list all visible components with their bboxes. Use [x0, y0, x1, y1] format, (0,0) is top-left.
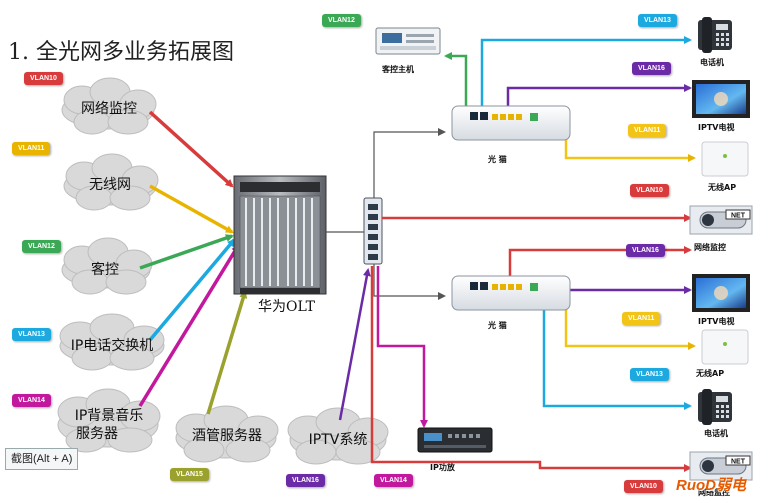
link-vlan13-phone — [148, 238, 236, 342]
link-vlan13-phone-top — [480, 36, 692, 106]
link-vlan14-amp — [376, 266, 428, 428]
camera-bottom-net-text: NET — [731, 459, 746, 466]
link-vlan12-guest-host — [444, 52, 468, 106]
watermark-logo: RuoD弱电 — [676, 477, 746, 494]
link-vlan11-ap-top — [564, 138, 696, 162]
screenshot-shortcut-hint[interactable]: 截图(Alt + A) — [5, 448, 79, 470]
tv-bottom-icon — [692, 274, 750, 312]
vlan-tag-10-top: VLAN10 — [630, 184, 669, 197]
link-vlan12-guest — [139, 234, 234, 270]
cloud-ip-phone — [59, 313, 165, 371]
link-vlan14-music — [138, 244, 240, 407]
link-vlan15-hotel — [206, 290, 248, 415]
link-vlan16-tv-top — [506, 84, 692, 106]
phone-bottom-label: 电话机 — [704, 429, 728, 438]
olt-label: 华为OLT — [258, 299, 315, 315]
cloud-wireless — [63, 153, 159, 211]
cloud-label-ip-phone: IP电话交换机 — [70, 338, 154, 354]
vlan-tag-11-mid: VLAN11 — [622, 312, 661, 325]
camera-top-net-text: NET — [731, 213, 746, 220]
phone-bottom-icon — [698, 389, 732, 425]
camera-bottom-icon: NET — [689, 451, 753, 481]
guest-host-label: 客控主机 — [382, 65, 414, 74]
onu-top-label: 光 猫 — [488, 155, 507, 164]
vlan-tag-13-mid: VLAN13 — [630, 368, 669, 381]
vlan-tag-12-top: VLAN12 — [322, 14, 361, 27]
link-vlan11-wireless — [149, 184, 234, 234]
fiber-links — [373, 128, 446, 300]
guest-control-host — [375, 27, 441, 55]
onu-top — [451, 105, 571, 141]
cloud-label-wireless: 无线网 — [89, 177, 131, 193]
camera-bottom-label: 网络监控 — [698, 488, 730, 497]
vlan-tag-13-left: VLAN13 — [12, 328, 51, 341]
iptv-bottom-label: IPTV电视 — [698, 317, 735, 326]
cloud-ip-music — [57, 388, 161, 453]
vlan-tag-14-left: VLAN14 — [12, 394, 51, 407]
vlan-tag-15: VLAN15 — [170, 468, 209, 481]
cloud-label-hotel-server: 酒管服务器 — [192, 428, 262, 444]
page-title: 1. 全光网多业务拓展图 — [8, 40, 234, 65]
link-vlan10-camera-bottom — [370, 266, 692, 472]
cloud-hotel-server — [175, 405, 279, 463]
phone-top-icon — [698, 17, 732, 53]
onu-bottom-label: 光 猫 — [488, 321, 507, 330]
ap-bottom-icon — [701, 329, 749, 365]
vlan-tag-13-top: VLAN13 — [638, 14, 677, 27]
ap-top-label: 无线AP — [708, 183, 737, 192]
cloud-iptv-system — [287, 407, 389, 465]
amp-label: IP功放 — [430, 463, 455, 472]
ap-top-icon — [701, 141, 749, 177]
olt-chassis — [233, 175, 327, 295]
tv-top-icon — [692, 80, 750, 118]
vlan-tag-16-top: VLAN16 — [632, 62, 671, 75]
optical-splitter — [363, 197, 383, 265]
camera-top-label: 网络监控 — [694, 243, 726, 252]
link-vlan10-monitor — [148, 110, 234, 188]
onu-bottom — [451, 275, 571, 311]
cloud-label-ip-music-1: IP背景音乐 — [74, 408, 144, 424]
link-vlan16-iptv-system — [338, 268, 371, 421]
uplink-lines — [138, 110, 248, 415]
cloud-label-iptv-system: IPTV系统 — [308, 432, 368, 448]
cloud-label-ip-music-2: 服务器 — [76, 426, 118, 442]
vlan-tag-12-left: VLAN12 — [22, 240, 61, 253]
cloud-label-guest-control: 客控 — [91, 262, 119, 278]
vlan-tag-11-top: VLAN11 — [628, 124, 667, 137]
iptv-top-label: IPTV电视 — [698, 123, 735, 132]
vlan-tag-16-mid: VLAN16 — [626, 244, 665, 257]
fiber-to-onu-bottom — [373, 264, 446, 300]
fiber-to-onu-top — [373, 128, 446, 198]
vlan-tag-11-left: VLAN11 — [12, 142, 51, 155]
link-vlan13-phone-bottom — [542, 310, 692, 410]
cloud-network-monitor — [61, 77, 157, 135]
phone-top-label: 电话机 — [700, 58, 724, 67]
camera-top-icon: NET — [689, 205, 753, 235]
ap-bottom-label: 无线AP — [696, 369, 725, 378]
vlan-tag-14-bottom: VLAN14 — [374, 474, 413, 487]
vlan-tag-10-left: VLAN10 — [24, 72, 63, 85]
ip-amplifier — [417, 427, 493, 453]
cloud-guest-control — [61, 237, 153, 295]
cloud-label-network-monitor: 网络监控 — [81, 101, 137, 117]
vlan-tag-16-bottom: VLAN16 — [286, 474, 325, 487]
vlan-tag-10-bottom: VLAN10 — [624, 480, 663, 493]
link-vlan11-ap-bottom — [564, 306, 696, 350]
